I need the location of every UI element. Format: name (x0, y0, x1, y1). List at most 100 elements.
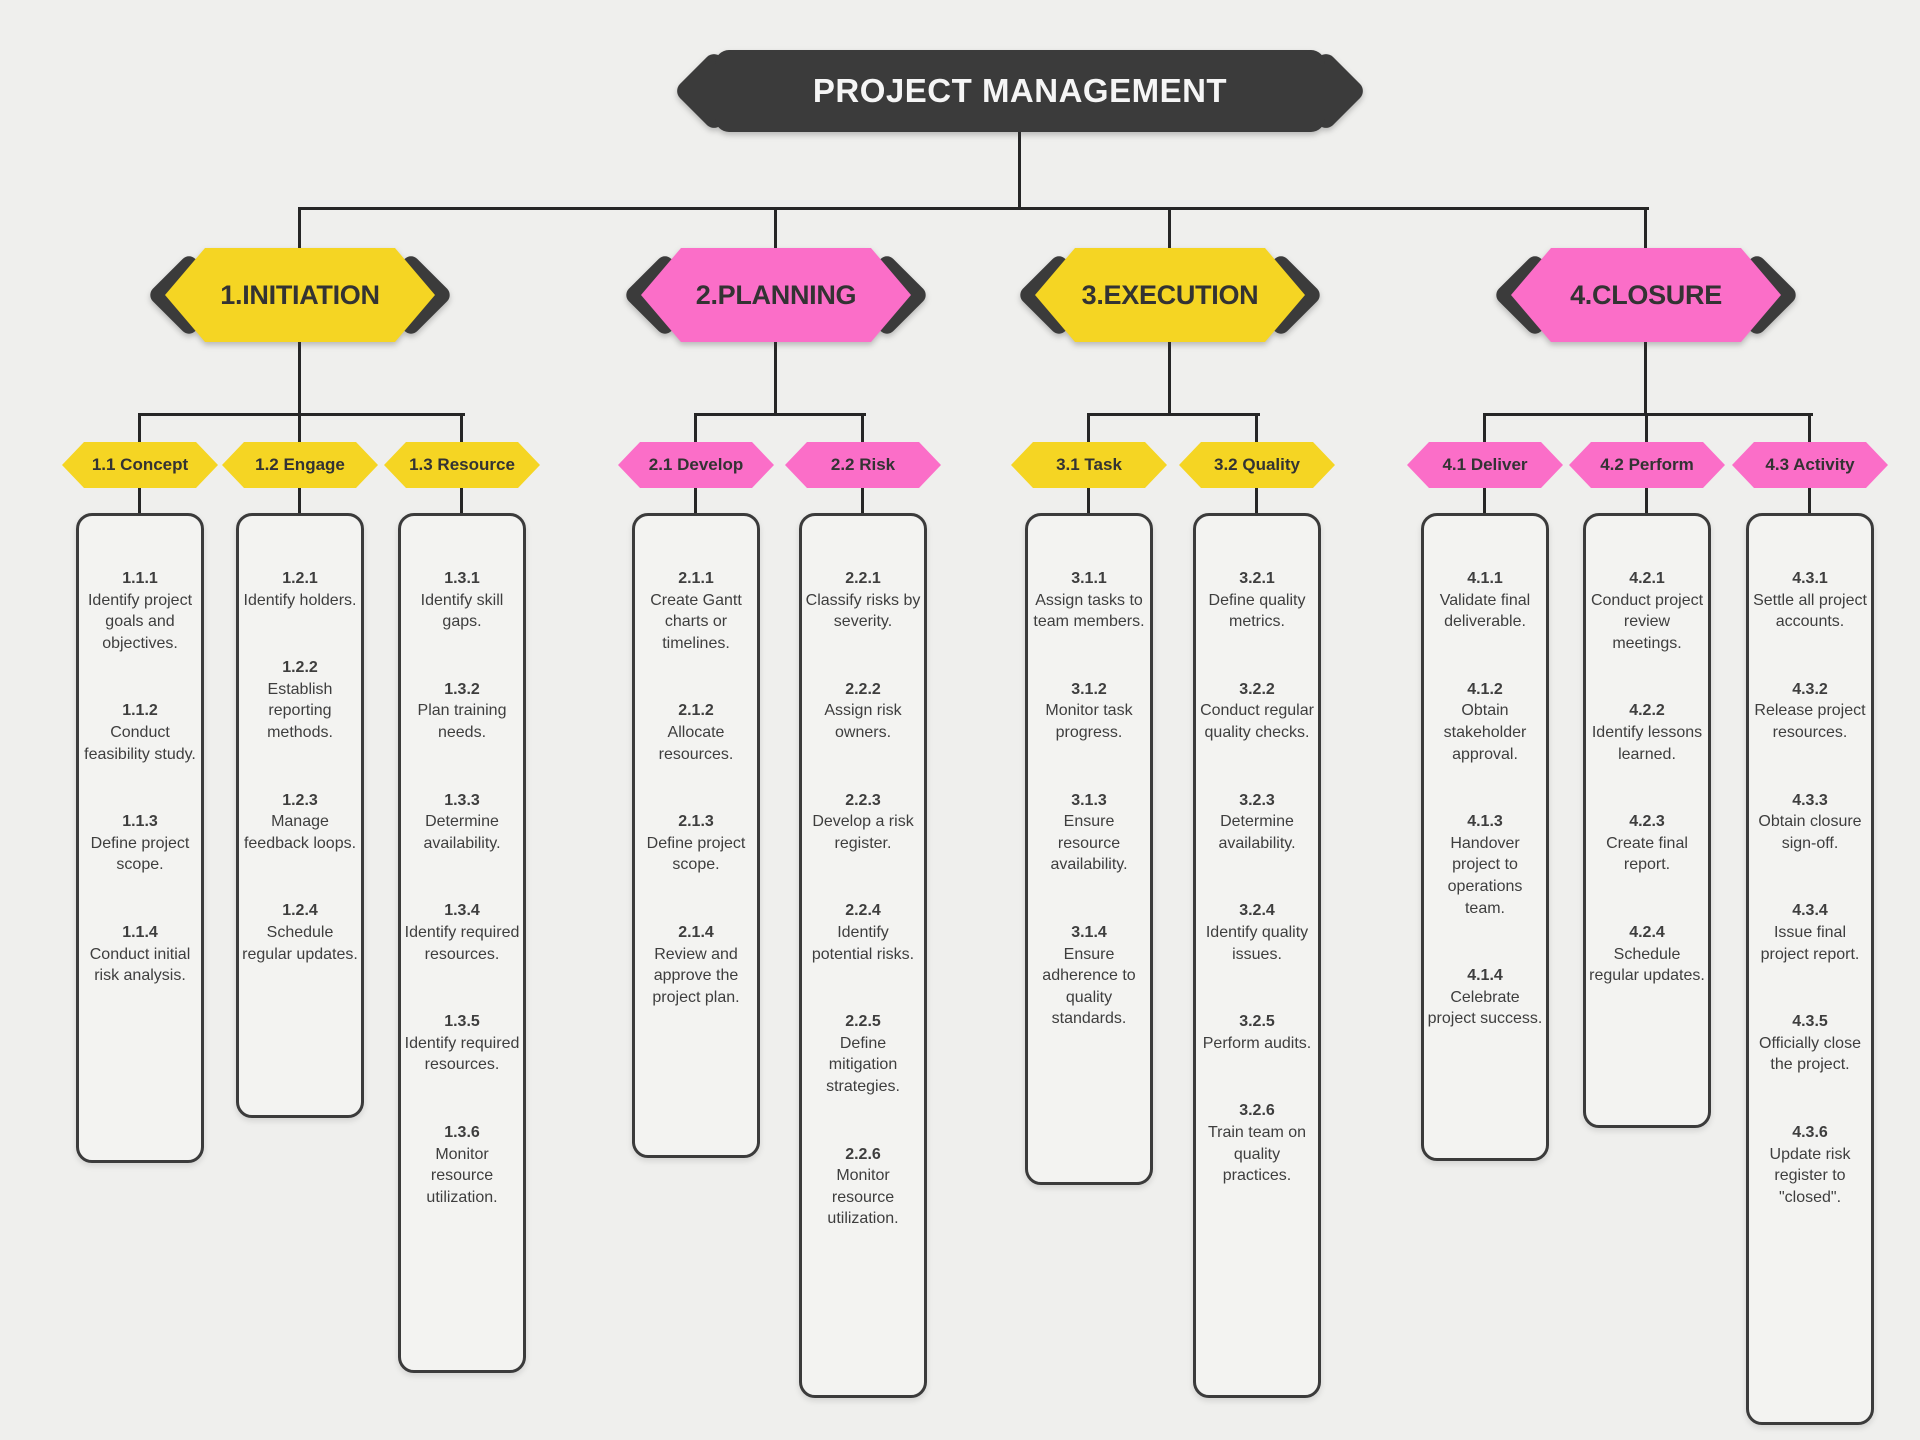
task-text: Monitor resource utilization. (426, 1145, 498, 1206)
task-text: Monitor resource utilization. (827, 1167, 899, 1228)
task-text: Update risk register to "closed". (1769, 1145, 1851, 1206)
connector-line (1168, 336, 1171, 416)
subgroup-label: 4.3 Activity (1765, 455, 1855, 474)
task-id: 3.1.1 (1071, 570, 1107, 587)
root-node: PROJECT MANAGEMENT (672, 49, 1368, 133)
connector-line (298, 207, 301, 252)
task-id: 1.3.3 (444, 791, 480, 809)
connector-line (1018, 130, 1021, 210)
task-text: Issue final project report. (1760, 923, 1860, 963)
task-text: Classify risks by severity. (805, 591, 921, 631)
task-id: 4.2.4 (1629, 923, 1665, 941)
task-text: Assign risk owners. (824, 702, 902, 741)
task-text: Ensure adherence to quality standards. (1042, 945, 1136, 1028)
connector-line (1645, 486, 1648, 516)
task-id: 4.2.1 (1629, 570, 1665, 587)
subgroup-label: 3.2 Quality (1214, 455, 1300, 474)
task-id: 1.3.2 (444, 680, 480, 698)
connector-line (1644, 207, 1647, 252)
task-id: 1.1.1 (122, 570, 158, 587)
branch-hexagon: 3.EXECUTION (1035, 248, 1305, 342)
subgroup-badge-4-3: 4.3 Activity (1732, 442, 1888, 488)
connector-line (300, 207, 1649, 210)
task-id: 2.2.3 (845, 791, 881, 809)
branch-hexagon: 2.PLANNING (641, 248, 911, 342)
task-id: 2.1.2 (678, 702, 714, 720)
task-text: Create final report. (1606, 834, 1688, 874)
task-id: 4.1.2 (1467, 680, 1503, 698)
task-text: Conduct regular quality checks. (1200, 702, 1314, 741)
connector-line (298, 413, 301, 447)
task-id: 4.3.5 (1792, 1013, 1828, 1031)
task-text: Schedule regular updates. (242, 923, 358, 963)
task-text: Plan training needs. (417, 702, 507, 741)
task-id: 4.2.3 (1629, 813, 1665, 831)
connector-line (1168, 207, 1171, 252)
task-text: Allocate resources. (658, 723, 734, 763)
task-text: Identify holders. (243, 591, 357, 609)
task-id: 4.3.3 (1792, 791, 1828, 809)
task-text: Identify skill gaps. (420, 591, 504, 631)
connector-line (861, 413, 864, 447)
branch-label: 4.CLOSURE (1570, 279, 1722, 310)
task-text: Identify required resources. (404, 1034, 520, 1074)
task-text: Determine availability. (1218, 813, 1296, 852)
task-id: 3.1.4 (1071, 923, 1107, 941)
branch-hexagon: 1.INITIATION (165, 248, 435, 342)
branch-initiation: 1.INITIATION (146, 248, 454, 342)
task-id: 1.3.5 (444, 1013, 480, 1031)
task-text: Obtain closure sign-off. (1758, 813, 1862, 852)
task-id: 4.2.2 (1629, 702, 1665, 720)
task-id: 3.2.5 (1239, 1013, 1275, 1031)
task-text: Define project scope. (646, 834, 746, 874)
branch-hexagon: 4.CLOSURE (1511, 248, 1781, 342)
subgroup-badge-2-1: 2.1 Develop (618, 442, 774, 488)
connector-line (460, 486, 463, 516)
subgroup-badge-1-3: 1.3 Resource (384, 442, 540, 488)
connector-line (1644, 336, 1647, 416)
connector-line (696, 413, 866, 416)
task-text: Perform audits. (1202, 1034, 1312, 1052)
connector-line (1255, 413, 1258, 447)
subgroup-label: 4.1 Deliver (1442, 455, 1528, 474)
task-id: 3.2.3 (1239, 791, 1275, 809)
task-id: 3.2.1 (1239, 570, 1275, 587)
task-text: Conduct project review meetings. (1590, 591, 1704, 652)
connector-line (1808, 486, 1811, 516)
task-text: Develop a risk register. (812, 813, 914, 852)
connector-line (460, 413, 463, 447)
subgroup-badge-3-2: 3.2 Quality (1179, 442, 1335, 488)
task-id: 4.3.2 (1792, 680, 1828, 698)
task-text: Identify lessons learned. (1591, 723, 1703, 763)
task-id: 2.1.4 (678, 923, 714, 941)
